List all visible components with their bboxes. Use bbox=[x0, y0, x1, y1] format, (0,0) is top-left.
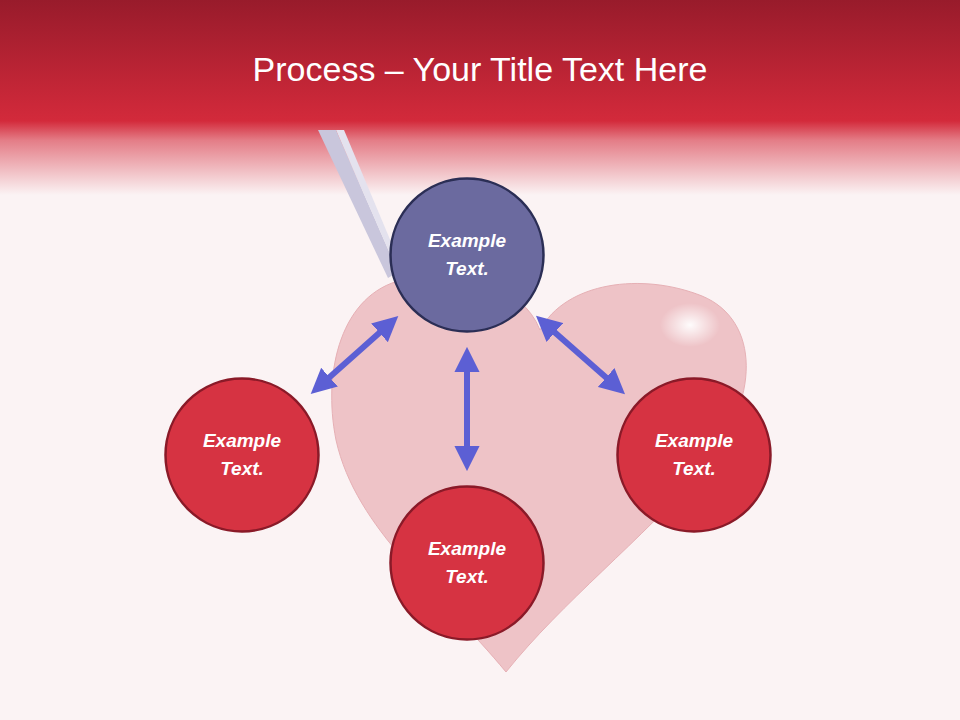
double-arrow bbox=[318, 323, 391, 387]
circle-outline bbox=[389, 177, 545, 333]
double-arrow bbox=[544, 322, 618, 387]
circle-outline bbox=[389, 485, 545, 641]
process-circle: Example Text. bbox=[616, 377, 772, 533]
blade-shaft bbox=[318, 130, 398, 278]
heart-shape bbox=[332, 277, 747, 672]
process-circle: Example Text. bbox=[164, 377, 320, 533]
process-circle: Example Text. bbox=[389, 177, 545, 333]
node-text: Example Text. bbox=[417, 535, 517, 592]
circle-shape bbox=[391, 487, 544, 640]
node-text: Example Text. bbox=[192, 427, 292, 484]
circle-outline bbox=[616, 377, 772, 533]
heart-highlight bbox=[660, 303, 720, 347]
circle-shape bbox=[391, 179, 544, 332]
circle-shape bbox=[166, 379, 319, 532]
double-arrow bbox=[464, 357, 470, 461]
slide-title: Process – Your Title Text Here bbox=[0, 50, 960, 89]
circle-shape bbox=[618, 379, 771, 532]
header-band bbox=[0, 0, 960, 195]
node-text: Example Text. bbox=[644, 427, 744, 484]
node-text: Example Text. bbox=[417, 227, 517, 284]
circle-outline bbox=[164, 377, 320, 533]
process-circle: Example Text. bbox=[389, 485, 545, 641]
